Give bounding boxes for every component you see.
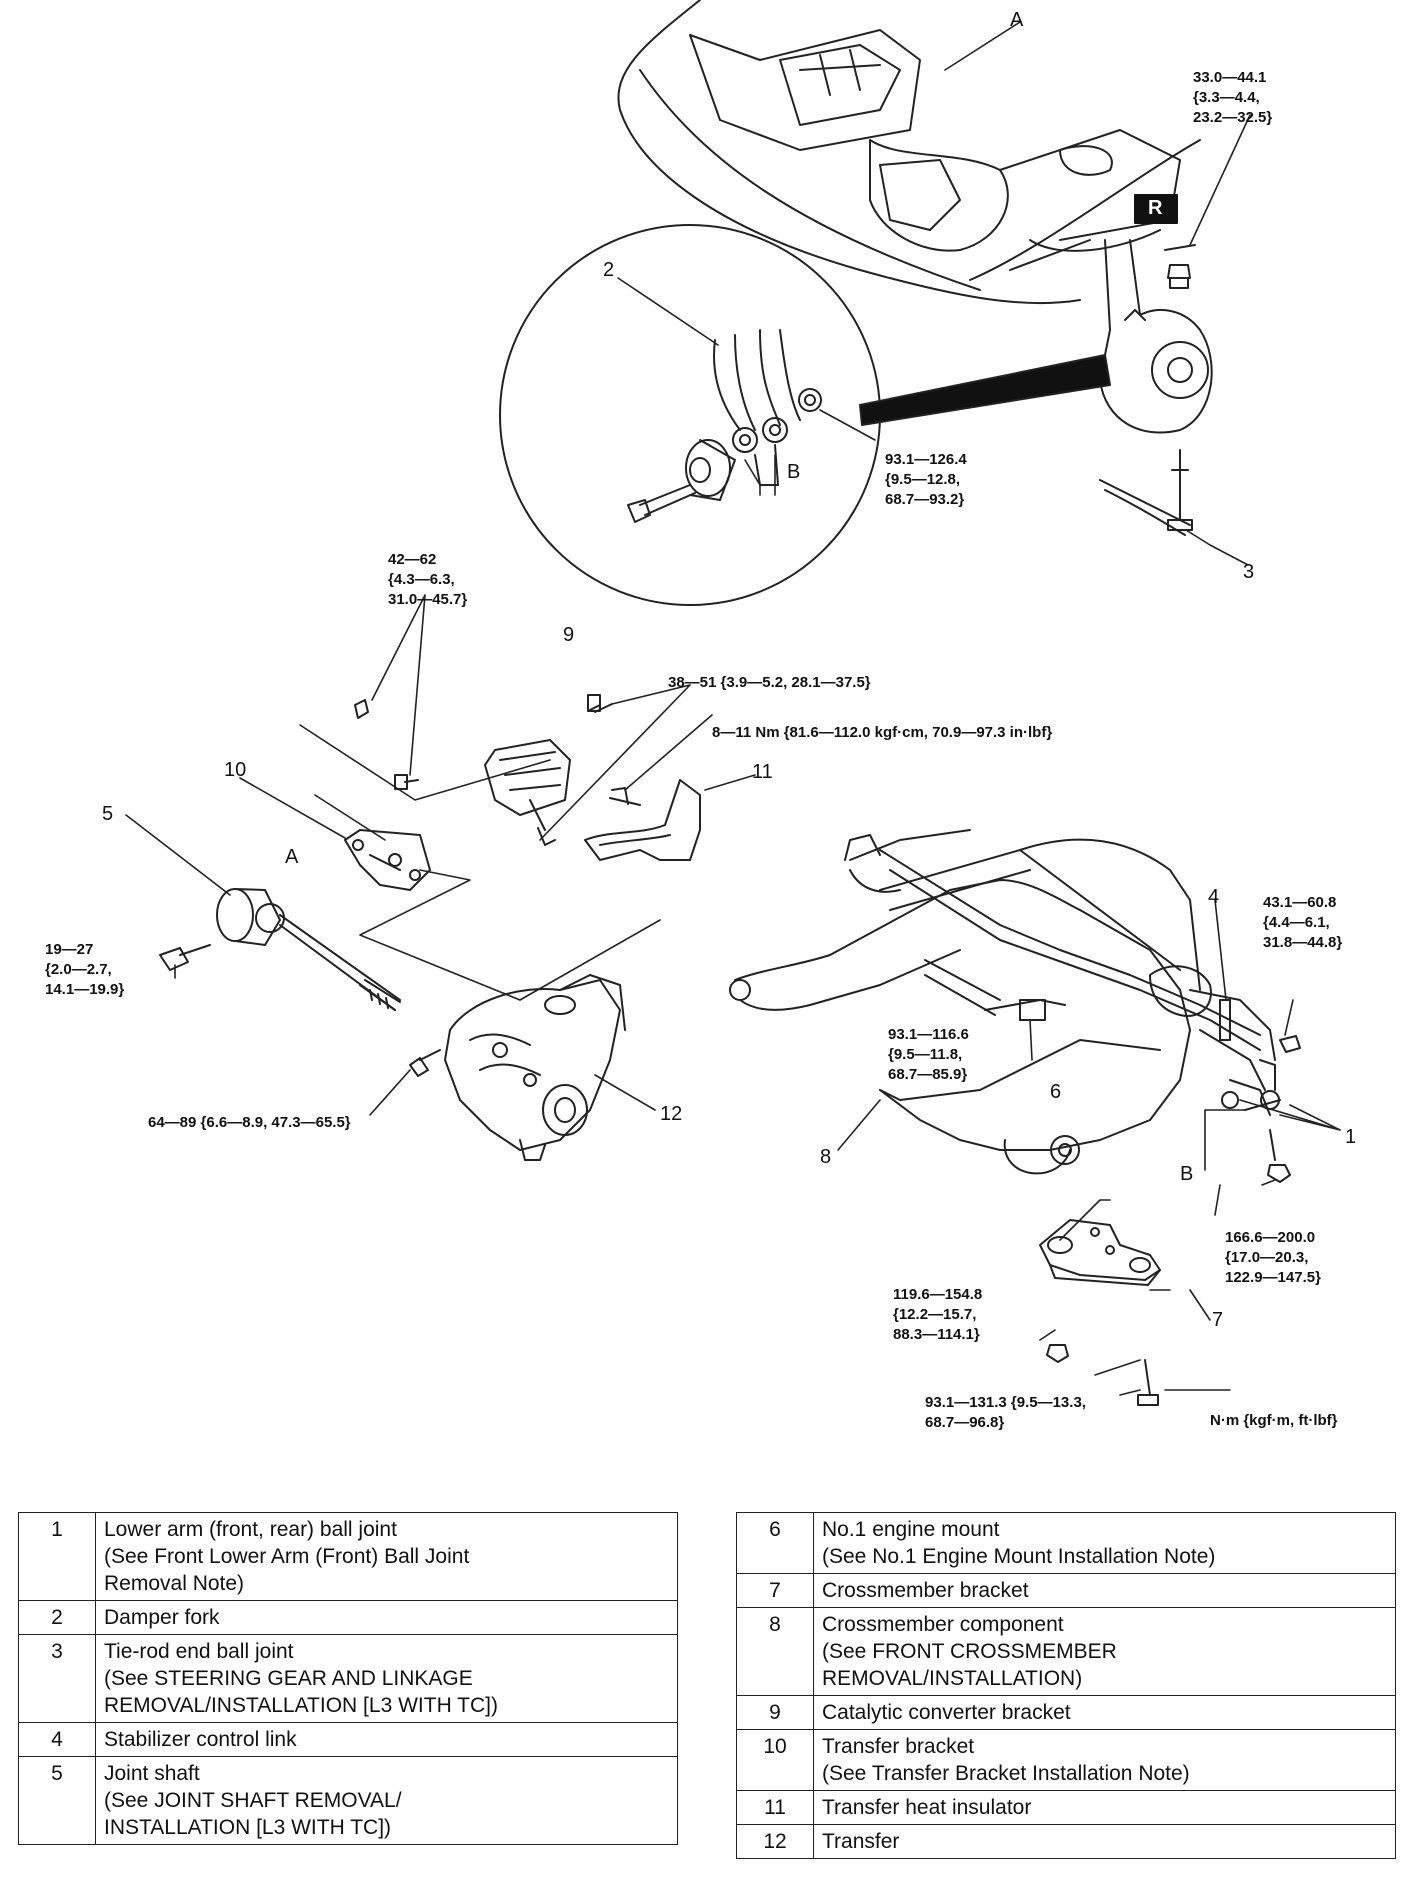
torque-spec-damper-fork-bolt: 93.1—126.4 {9.5—12.8, 68.7—93.2}	[885, 451, 967, 508]
part-description: Damper fork	[95, 1600, 678, 1635]
part-number: 10	[736, 1729, 814, 1791]
vehicle-body-outline	[617, 0, 1201, 305]
fasteners	[1046, 1035, 1301, 1406]
part-description: No.1 engine mount (See No.1 Engine Mount…	[813, 1512, 1396, 1574]
part-number: 7	[736, 1573, 814, 1608]
part-description: Lower arm (front, rear) ball joint (See …	[95, 1512, 678, 1601]
torque-spec-engine-mount-bolt: 93.1—116.6 {9.5—11.8, 68.7—85.9}	[888, 1026, 969, 1083]
transfer-unit	[409, 974, 626, 1161]
part-number: 3	[18, 1634, 96, 1723]
part-number: 1	[18, 1512, 96, 1601]
callout-8: 8	[820, 1146, 832, 1168]
callout-b-inset: B	[787, 461, 801, 483]
r-badge	[1134, 194, 1178, 224]
callout-12: 12	[660, 1103, 683, 1125]
part-description: Crossmember bracket	[813, 1573, 1396, 1608]
callout-b-right: B	[1180, 1163, 1194, 1185]
callout-6: 6	[1050, 1081, 1062, 1103]
table-row: 6 No.1 engine mount (See No.1 Engine Mou…	[736, 1512, 1396, 1574]
table-row: 1 Lower arm (front, rear) ball joint (Se…	[18, 1512, 678, 1601]
callout-2: 2	[603, 259, 615, 281]
part-number: 11	[736, 1790, 814, 1825]
callout-a-top: A	[1010, 9, 1024, 31]
part-number: 5	[18, 1756, 96, 1845]
torque-spec-stabilizer-link-nut: 43.1—60.8 {4.4—6.1, 31.8—44.8}	[1263, 894, 1343, 951]
callout-1: 1	[1345, 1126, 1357, 1148]
exploded-view-drawing	[125, 0, 1341, 1406]
crossmember-bracket	[1039, 1219, 1161, 1286]
front-crossmember	[729, 829, 1281, 1175]
part-description: Joint shaft (See JOINT SHAFT REMOVAL/ IN…	[95, 1756, 678, 1845]
callout-9: 9	[563, 624, 575, 646]
part-number: 8	[736, 1607, 814, 1696]
torque-spec-joint-shaft-bolt: 19—27 {2.0—2.7, 14.1—19.9}	[45, 941, 125, 998]
table-row: 10 Transfer bracket (See Transfer Bracke…	[736, 1729, 1396, 1791]
torque-spec-heat-insulator-bolt: 8—11 Nm {81.6—112.0 kgf·cm, 70.9—97.3 in…	[712, 724, 1053, 741]
table-row: 4 Stabilizer control link	[18, 1722, 678, 1757]
torque-spec-transfer-bracket-bolt: 42—62 {4.3—6.3, 31.0—45.7}	[388, 551, 468, 608]
table-row: 3 Tie-rod end ball joint (See STEERING G…	[18, 1634, 678, 1723]
callout-a-mid: A	[285, 846, 299, 868]
torque-spec-knuckle-nut: 33.0—44.1 {3.3—4.4, 23.2—32.5}	[1193, 69, 1273, 126]
callout-4: 4	[1208, 886, 1220, 908]
part-number: 6	[736, 1512, 814, 1574]
part-description: Crossmember component (See FRONT CROSSME…	[813, 1607, 1396, 1696]
leader-lines	[125, 21, 1341, 1396]
torque-units: N·m {kgf·m, ft·lbf}	[1210, 1412, 1338, 1429]
steering-knuckle	[1099, 239, 1213, 536]
part-description: Transfer heat insulator	[813, 1790, 1396, 1825]
transfer-bracket	[344, 829, 431, 891]
torque-spec-bracket-bolt: 93.1—131.3 {9.5—13.3, 68.7—96.8}	[925, 1394, 1086, 1431]
part-number: 2	[18, 1600, 96, 1635]
part-number: 4	[18, 1722, 96, 1757]
callout-3: 3	[1243, 561, 1255, 583]
callout-r: R	[1148, 197, 1163, 219]
table-row: 11 Transfer heat insulator	[736, 1790, 1396, 1825]
catalytic-converter-bracket	[354, 694, 613, 846]
table-row: 8 Crossmember component (See FRONT CROSS…	[736, 1607, 1396, 1696]
callout-7: 7	[1212, 1309, 1224, 1331]
part-description: Catalytic converter bracket	[813, 1695, 1396, 1730]
part-number: 9	[736, 1695, 814, 1730]
table-row: 9 Catalytic converter bracket	[736, 1695, 1396, 1730]
joint-shaft	[159, 888, 401, 1011]
part-number: 12	[736, 1824, 814, 1859]
torque-spec-bracket-nut: 119.6—154.8 {12.2—15.7, 88.3—114.1}	[893, 1286, 983, 1343]
torque-spec-ball-joint-nut: 166.6—200.0 {17.0—20.3, 122.9—147.5}	[1225, 1229, 1321, 1286]
part-description: Transfer	[813, 1824, 1396, 1859]
table-row: 12 Transfer	[736, 1824, 1396, 1859]
inset-detail-circle	[499, 224, 1111, 606]
parts-legend-right: 6 No.1 engine mount (See No.1 Engine Mou…	[736, 1512, 1396, 1859]
callout-10: 10	[224, 759, 247, 781]
part-description: Stabilizer control link	[95, 1722, 678, 1757]
part-description: Transfer bracket (See Transfer Bracket I…	[813, 1729, 1396, 1791]
table-row: 2 Damper fork	[18, 1600, 678, 1635]
torque-spec-transfer-bolt: 64—89 {6.6—8.9, 47.3—65.5}	[148, 1114, 351, 1131]
parts-legend-left: 1 Lower arm (front, rear) ball joint (Se…	[18, 1512, 678, 1845]
table-row: 7 Crossmember bracket	[736, 1573, 1396, 1608]
part-description: Tie-rod end ball joint (See STEERING GEA…	[95, 1634, 678, 1723]
table-row: 5 Joint shaft (See JOINT SHAFT REMOVAL/ …	[18, 1756, 678, 1845]
callout-5: 5	[102, 803, 114, 825]
torque-spec-catalytic-bracket-bolt: 38—51 {3.9—5.2, 28.1—37.5}	[668, 674, 871, 691]
transfer-heat-insulator	[584, 779, 701, 861]
callout-11: 11	[752, 761, 773, 783]
